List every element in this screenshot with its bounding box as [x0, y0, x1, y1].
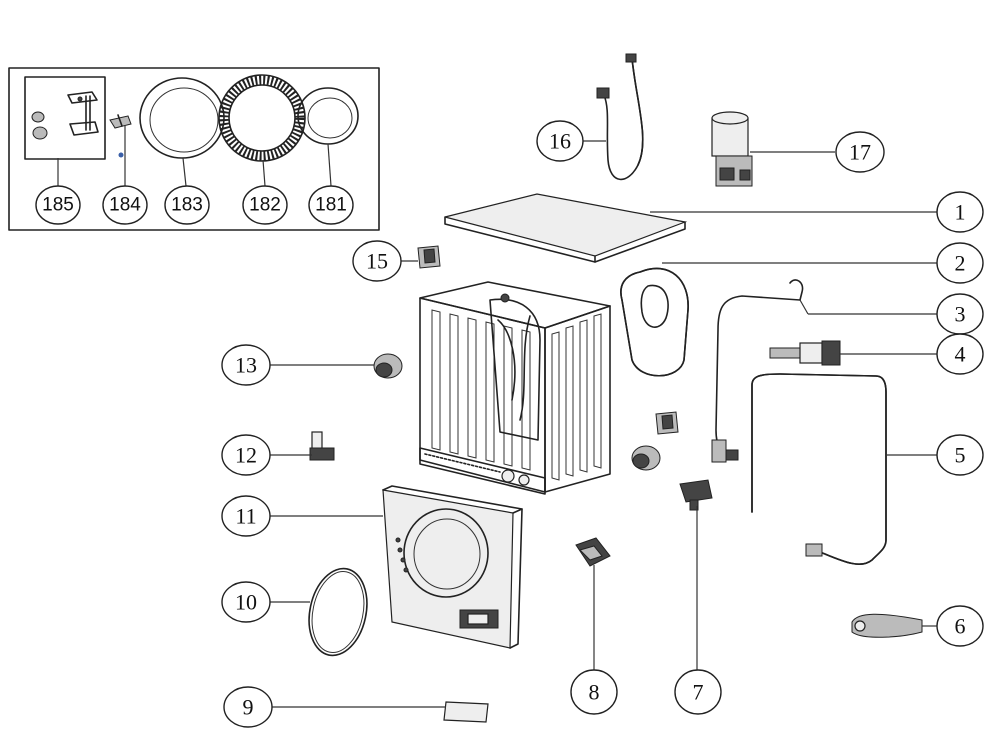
door-trim-ring-part	[308, 567, 368, 657]
front-panel-part	[382, 485, 523, 649]
callout-5: 5	[936, 434, 984, 476]
callout-label-15: 15	[366, 249, 388, 274]
callout-label-16: 16	[549, 129, 571, 154]
callout-182: 182	[242, 185, 288, 225]
callout-6: 6	[936, 605, 984, 647]
hose-clamp-part	[851, 613, 923, 638]
door-hinge-part	[31, 91, 99, 140]
top-cover-part	[444, 193, 688, 263]
callout-label-6: 6	[955, 614, 966, 639]
spare-clip-part	[655, 411, 679, 435]
callout-9: 9	[223, 686, 273, 728]
tub-gasket-part	[620, 267, 689, 377]
foot-part	[373, 353, 403, 379]
door-outer-ring-part	[139, 77, 225, 159]
spare-foot-part	[631, 445, 661, 471]
callout-183: 183	[164, 185, 210, 225]
drain-pump-part	[711, 111, 753, 187]
callout-3: 3	[936, 293, 984, 335]
callout-label-5: 5	[955, 443, 966, 468]
callout-label-3: 3	[955, 302, 966, 327]
control-module-part	[575, 537, 611, 567]
drain-hose-part	[751, 373, 887, 565]
connecting-hose-part	[711, 279, 804, 463]
callout-17: 17	[835, 131, 885, 173]
callout-181: 181	[308, 185, 354, 225]
door-latch-part	[109, 114, 132, 158]
callout-label-2: 2	[955, 251, 966, 276]
callout-4: 4	[936, 333, 984, 375]
callout-16: 16	[536, 120, 584, 162]
callout-label-185: 185	[42, 195, 74, 216]
callout-12: 12	[221, 434, 271, 476]
door-glass-part	[297, 87, 359, 145]
door-seal-part	[218, 74, 306, 162]
callout-13: 13	[221, 344, 271, 386]
callout-7: 7	[674, 669, 722, 715]
callout-label-183: 183	[171, 195, 203, 216]
callout-11: 11	[221, 495, 271, 537]
callout-10: 10	[221, 581, 271, 623]
callout-label-184: 184	[109, 195, 141, 216]
callout-label-11: 11	[235, 504, 256, 529]
label-plate-part	[443, 701, 489, 723]
callout-label-1: 1	[955, 200, 966, 225]
inlet-hose-part	[596, 53, 644, 181]
cabinet-body-part	[419, 281, 611, 495]
callout-8: 8	[570, 669, 618, 715]
callout-label-4: 4	[955, 342, 966, 367]
callout-15: 15	[352, 240, 402, 282]
callout-184: 184	[102, 185, 148, 225]
callout-label-12: 12	[235, 443, 257, 468]
callout-1: 1	[936, 191, 984, 233]
callout-2: 2	[936, 242, 984, 284]
door-switch-part	[309, 431, 335, 461]
power-plug-part	[679, 479, 713, 511]
callout-label-13: 13	[235, 353, 257, 378]
inlet-valve-part	[769, 340, 841, 366]
clip-part	[417, 245, 441, 269]
callout-label-182: 182	[249, 195, 281, 216]
callout-label-9: 9	[243, 695, 254, 720]
callout-label-181: 181	[315, 195, 347, 216]
callout-185: 185	[35, 185, 81, 225]
door-kit-inset: 185 184 183 182 181	[8, 67, 380, 231]
callout-label-8: 8	[589, 680, 600, 705]
callout-label-10: 10	[235, 590, 257, 615]
callout-label-7: 7	[693, 680, 704, 705]
callout-label-17: 17	[849, 140, 871, 165]
